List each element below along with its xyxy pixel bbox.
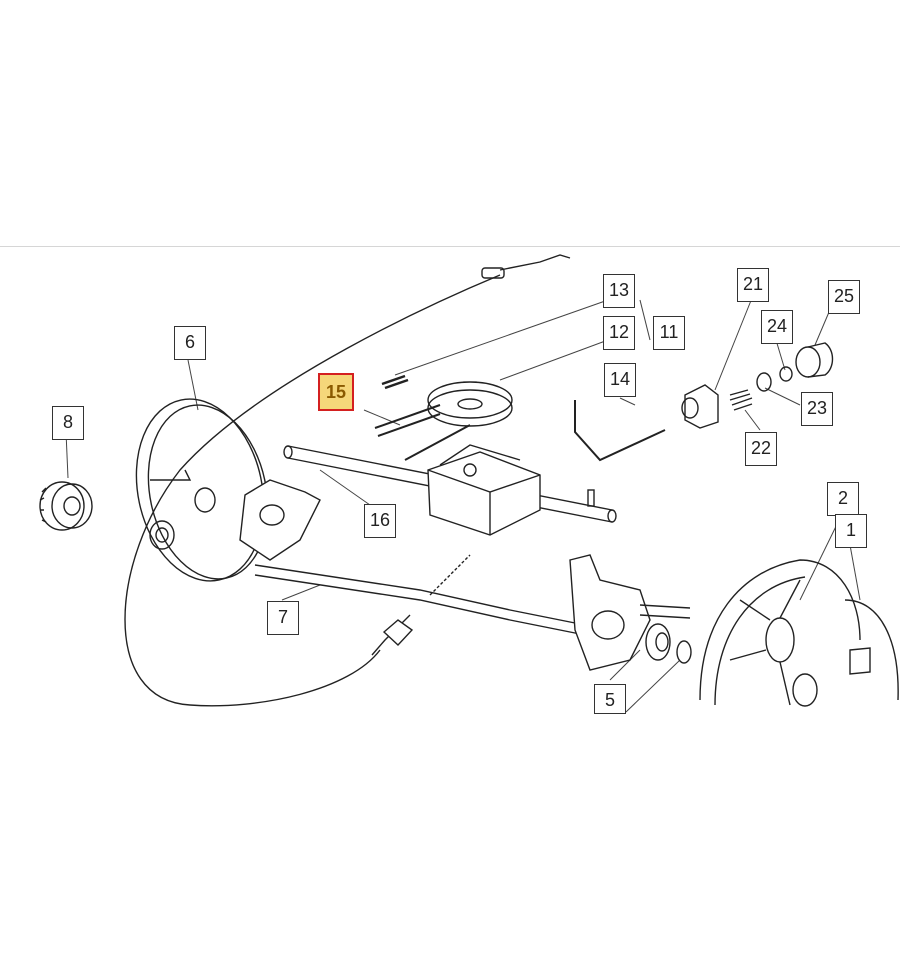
rear-wheel-cover	[135, 398, 269, 582]
callout-16: 16	[364, 504, 396, 538]
callout-24: 24	[761, 310, 793, 344]
callout-8: 8	[52, 406, 84, 440]
pin-13	[381, 374, 409, 390]
pinion-gear-8	[39, 481, 93, 531]
callout-23: 23	[801, 392, 833, 426]
drive-cable	[124, 274, 501, 707]
spring-22	[729, 389, 753, 411]
bracket-right	[569, 554, 691, 671]
cap-25	[795, 342, 834, 378]
callout-13: 13	[603, 274, 635, 308]
gearbox-11	[427, 444, 541, 536]
belt-15	[374, 404, 471, 461]
leader-lines	[65, 297, 861, 713]
spring	[429, 554, 471, 596]
callout-12: 12	[603, 316, 635, 350]
washer	[676, 640, 692, 664]
callout-14: 14	[604, 363, 636, 397]
link-rod-7	[254, 564, 586, 626]
callout-2: 2	[827, 482, 859, 516]
callout-1: 1	[835, 514, 867, 548]
top-divider	[0, 246, 900, 247]
callout-21: 21	[737, 268, 769, 302]
pulley-12	[427, 381, 513, 427]
nut-24	[779, 366, 793, 382]
bearing-5	[645, 623, 671, 661]
bracket-left	[239, 479, 321, 561]
callout-15-highlighted: 15	[318, 373, 354, 411]
drive-wheel-1-2	[699, 559, 899, 707]
hub-21	[681, 384, 719, 429]
callout-5: 5	[594, 684, 626, 714]
callout-22: 22	[745, 432, 777, 466]
callout-7: 7	[267, 601, 299, 635]
callout-11: 11	[653, 316, 685, 350]
rod-14	[574, 400, 666, 462]
key-pin	[587, 489, 595, 507]
callout-6: 6	[174, 326, 206, 360]
callout-25: 25	[828, 280, 860, 314]
washer-23	[756, 372, 772, 392]
